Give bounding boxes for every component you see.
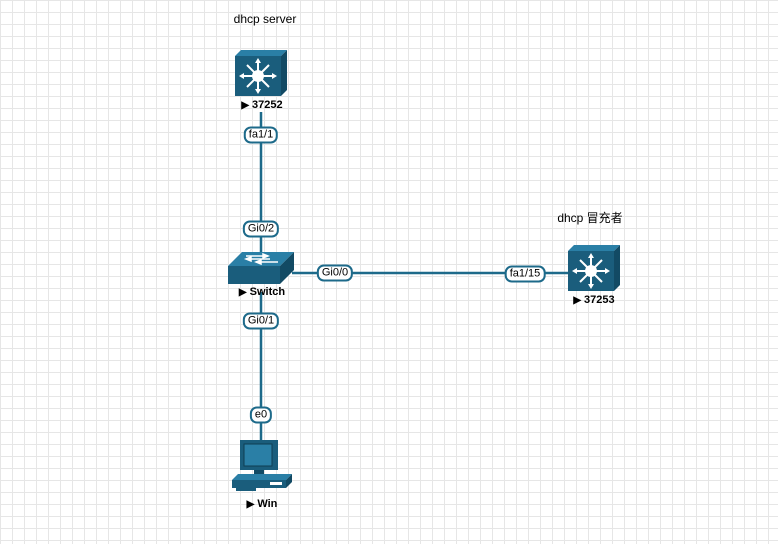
win-name: Win bbox=[257, 498, 278, 510]
multilayer-switch-icon[interactable] bbox=[235, 50, 287, 96]
server-name: 37252 bbox=[252, 99, 283, 111]
port-tag-spoofer-fa1-15[interactable]: fa1/15 bbox=[504, 265, 546, 283]
port-tag-switch-gi0-0[interactable]: Gi0/0 bbox=[316, 264, 354, 282]
port-tag-server-fa1-1[interactable]: fa1/1 bbox=[243, 126, 279, 144]
workstation-icon[interactable] bbox=[232, 440, 292, 492]
port-tag-win-e0[interactable]: e0 bbox=[249, 406, 273, 424]
multilayer-switch-icon[interactable] bbox=[568, 245, 620, 291]
spoofer-note: dhcp 冒充者 bbox=[557, 211, 623, 225]
spoofer-label[interactable]: ▶37253 bbox=[573, 294, 615, 306]
switch-icon[interactable] bbox=[228, 252, 294, 284]
server-note: dhcp server bbox=[233, 12, 297, 26]
switch-name: Switch bbox=[249, 286, 286, 298]
port-tag-switch-gi0-1[interactable]: Gi0/1 bbox=[242, 312, 280, 330]
server-label[interactable]: ▶37252 bbox=[241, 99, 283, 111]
spoofer-name: 37253 bbox=[584, 294, 615, 306]
switch-label[interactable]: ▶Switch bbox=[238, 286, 286, 298]
port-tag-switch-gi0-2[interactable]: Gi0/2 bbox=[242, 220, 280, 238]
win-label[interactable]: ▶Win bbox=[246, 498, 278, 510]
